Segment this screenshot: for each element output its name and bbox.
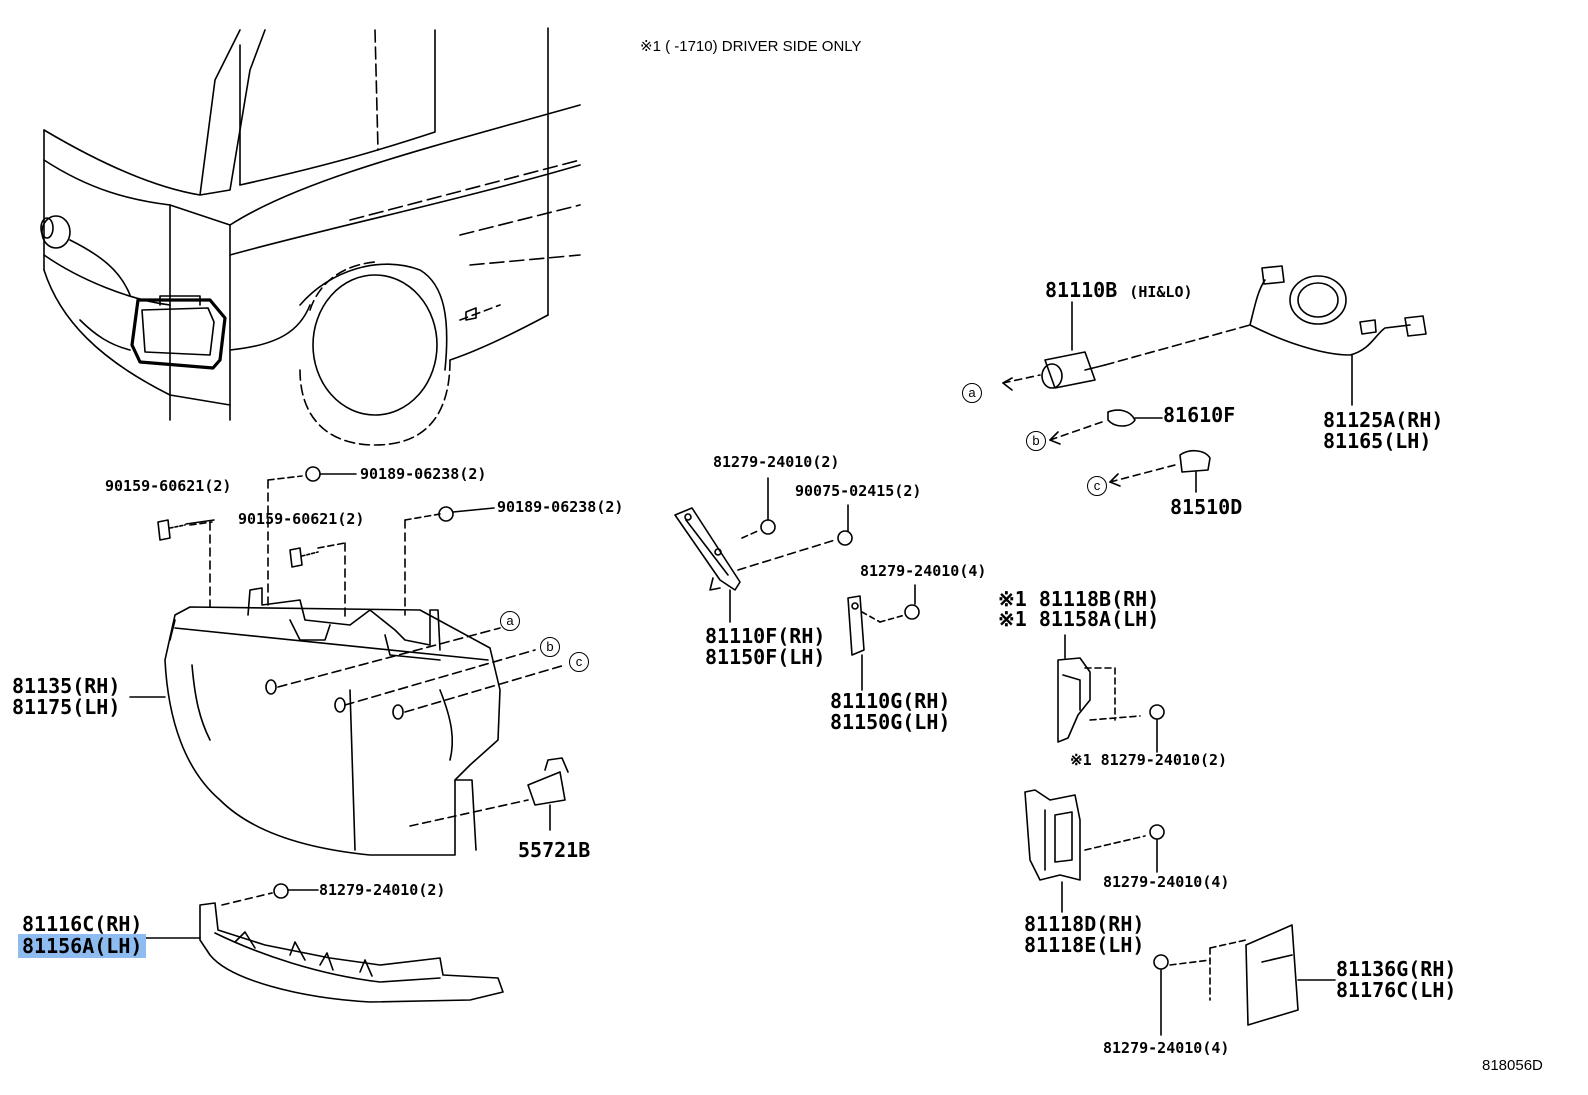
part-panel-rh[interactable]: 81136G(RH) [1336, 957, 1457, 981]
part-bracket-b-lh[interactable]: ※1 81158A(LH) [998, 607, 1160, 631]
part-nut-a-right[interactable]: 90189-06238(2) [497, 498, 624, 516]
part-nut-a-top[interactable]: 90189-06238(2) [360, 465, 487, 483]
part-headlamp-lh[interactable]: 81175(LH) [12, 695, 121, 719]
callout-b: b [1026, 431, 1046, 451]
part-bulb-hilo-number: 81110B [1045, 278, 1118, 302]
callout-b-headlamp: b [540, 637, 560, 657]
part-screw-b[interactable]: ※1 81279-24010(2) [1070, 751, 1228, 769]
part-screw-d[interactable]: 81279-24010(4) [1103, 873, 1230, 891]
part-socket-rh[interactable]: 81125A(RH) [1323, 408, 1444, 432]
part-headlamp-rh[interactable]: 81135(RH) [12, 674, 121, 698]
callout-c: c [1087, 476, 1107, 496]
part-bracket-g-lh[interactable]: 81150G(LH) [830, 710, 951, 734]
part-bracket-d-lh[interactable]: 81118E(LH) [1024, 933, 1145, 957]
part-bracket-b-rh[interactable]: ※1 81118B(RH) [998, 587, 1160, 611]
callout-a-headlamp: a [500, 611, 520, 631]
part-bolt-a-left[interactable]: 90159-60621(2) [105, 477, 232, 495]
part-bulb-hilo-suffix: (HI&LO) [1129, 283, 1193, 301]
callout-c-headlamp: c [569, 652, 589, 672]
part-bolt-a-mid[interactable]: 90159-60621(2) [238, 510, 365, 528]
part-screw-f[interactable]: 81279-24010(2) [713, 453, 840, 471]
part-bracket-g-rh[interactable]: 81110G(RH) [830, 689, 951, 713]
part-cover-lh-highlighted[interactable]: 81156A(LH) [18, 934, 147, 958]
part-bracket-d-rh[interactable]: 81118D(RH) [1024, 912, 1145, 936]
headlamp-drawing [129, 466, 569, 856]
part-bracket-f-rh[interactable]: 81110F(RH) [705, 624, 826, 648]
callout-a: a [962, 383, 982, 403]
brackets-fg-drawing [674, 477, 920, 691]
part-bracket-55721b[interactable]: 55721B [518, 838, 591, 862]
lower-cover-drawing [139, 883, 504, 1003]
part-screw-panel[interactable]: 81279-24010(4) [1103, 1039, 1230, 1057]
vehicle-outline [40, 27, 581, 446]
part-bulb-b[interactable]: 81610F [1163, 403, 1236, 427]
part-screw-f2[interactable]: 90075-02415(2) [795, 482, 922, 500]
part-screw-lower[interactable]: 81279-24010(2) [319, 881, 446, 899]
part-panel-lh[interactable]: 81176C(LH) [1336, 978, 1457, 1002]
driver-side-note: ※1 ( -1710) DRIVER SIDE ONLY [640, 38, 862, 55]
part-cover-rh[interactable]: 81116C(RH) [22, 912, 143, 936]
part-bracket-f-lh[interactable]: 81150F(LH) [705, 645, 826, 669]
part-screw-g[interactable]: 81279-24010(4) [860, 562, 987, 580]
part-bulb-c[interactable]: 81510D [1170, 495, 1243, 519]
part-socket-lh[interactable]: 81165(LH) [1323, 429, 1432, 453]
bulb-socket-drawing [1002, 265, 1427, 493]
part-bulb-hilo[interactable]: 81110B (HI&LO) [1045, 280, 1193, 300]
brackets-bd-drawing [1024, 634, 1336, 1036]
drawing-number: 818056D [1482, 1057, 1543, 1074]
